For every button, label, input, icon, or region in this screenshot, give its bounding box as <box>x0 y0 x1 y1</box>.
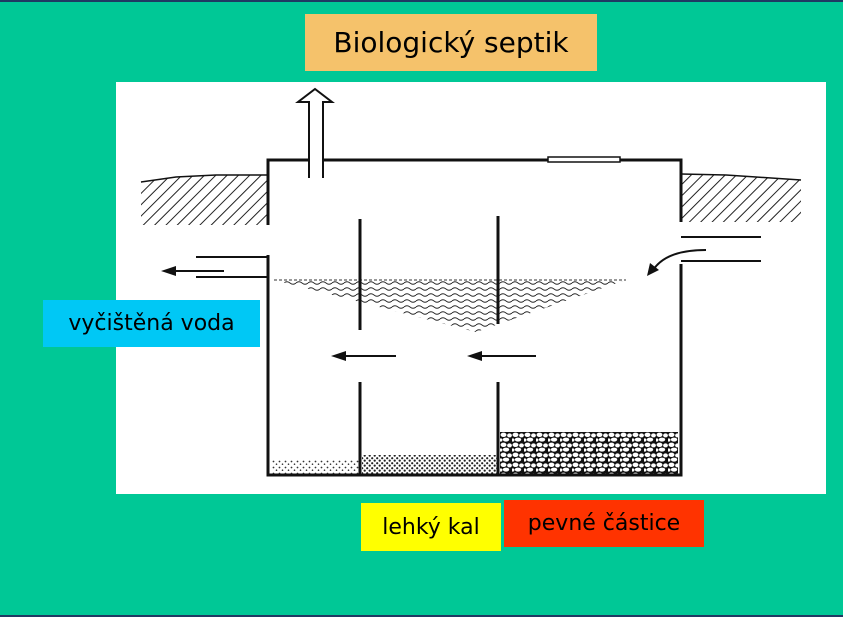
inflow-arrow <box>647 249 707 276</box>
sediment-chamber-1 <box>272 460 360 475</box>
water-surface <box>274 279 626 332</box>
flow-arrow-chamber-2 <box>467 351 536 361</box>
ground-left <box>140 174 268 225</box>
sediment-chamber-2 <box>362 455 498 475</box>
tank-walls <box>266 158 683 477</box>
label-solid-particles: pevné částice <box>504 500 704 547</box>
outlet-pipe <box>196 256 268 278</box>
baffles <box>358 216 500 475</box>
label-light-sludge: lehký kal <box>361 503 501 551</box>
outflow-arrow <box>161 266 224 276</box>
ground-right <box>680 173 802 222</box>
inlet-pipe <box>681 236 761 262</box>
label-clean-water: vyčištěná voda <box>43 300 260 347</box>
septic-tank-diagram <box>116 82 826 494</box>
vent-arrow <box>295 87 335 178</box>
tank-lid <box>547 156 621 163</box>
sediment-chamber-3 <box>500 432 678 475</box>
slide-title: Biologický septik <box>305 14 597 71</box>
flow-arrow-chamber-1 <box>331 351 396 361</box>
